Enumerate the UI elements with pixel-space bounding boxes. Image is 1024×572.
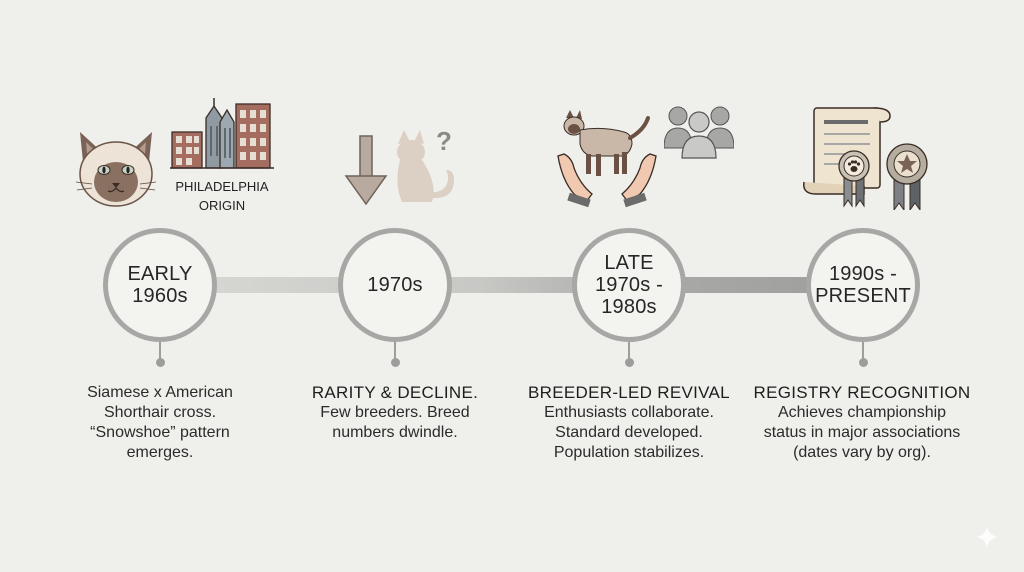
milestone-period-label: 1970s	[367, 274, 423, 296]
connector-dot	[155, 358, 165, 367]
connector-stem	[159, 342, 161, 360]
decline-down-arrow-icon	[344, 135, 388, 206]
faded-cat-question-icon: ?	[397, 126, 454, 202]
milestone-body: Few breeders. Breed numbers dwindle.	[320, 404, 470, 441]
svg-text:?: ?	[436, 126, 452, 156]
milestone-description-1990s-present: REGISTRY RECOGNITION Achieves championsh…	[747, 383, 977, 463]
philadelphia-city-icon	[170, 98, 274, 169]
milestone-body: Achieves championship status in major as…	[763, 404, 961, 461]
milestone-node-1990s-present: 1990s - PRESENT	[806, 228, 920, 342]
siamese-cat-face-icon	[75, 132, 157, 207]
milestone-body: Enthusiasts collaborate. Standard develo…	[544, 404, 714, 461]
milestone-period-label: 1990s - PRESENT	[815, 263, 911, 307]
connector-dot	[858, 358, 868, 367]
people-group-icon	[664, 106, 734, 159]
milestone-period-label: EARLY 1960s	[127, 263, 193, 307]
milestone-description-late-1970s-1980s: BREEDER-LED REVIVAL Enthusiasts collabor…	[514, 383, 744, 463]
connector-stem	[628, 342, 630, 360]
milestone-body: Siamese x American Shorthair cross. “Sno…	[87, 384, 233, 461]
connector-dot	[390, 358, 400, 367]
milestone-description-1970s: RARITY & DECLINE. Few breeders. Breed nu…	[280, 383, 510, 443]
milestone-period-label: LATE 1970s - 1980s	[594, 252, 664, 318]
milestone-title: REGISTRY RECOGNITION	[753, 383, 971, 402]
milestone-node-early-1960s: EARLY 1960s	[103, 228, 217, 342]
milestone-title: RARITY & DECLINE.	[311, 383, 479, 402]
hands-holding-cat-icon	[557, 110, 657, 208]
sparkle-icon	[976, 526, 998, 548]
milestone-node-1970s: 1970s	[338, 228, 452, 342]
connector-dot	[624, 358, 634, 367]
milestone-title: BREEDER-LED REVIVAL	[528, 383, 730, 402]
timeline-bar	[160, 277, 865, 293]
connector-stem	[862, 342, 864, 360]
award-ribbons-icon	[838, 143, 928, 210]
milestone-description-early-1960s: Siamese x American Shorthair cross. “Sno…	[45, 383, 275, 463]
philadelphia-origin-label: PHILADELPHIA ORIGIN	[175, 179, 269, 213]
connector-stem	[394, 342, 396, 360]
milestone-node-late-1970s-1980s: LATE 1970s - 1980s	[572, 228, 686, 342]
